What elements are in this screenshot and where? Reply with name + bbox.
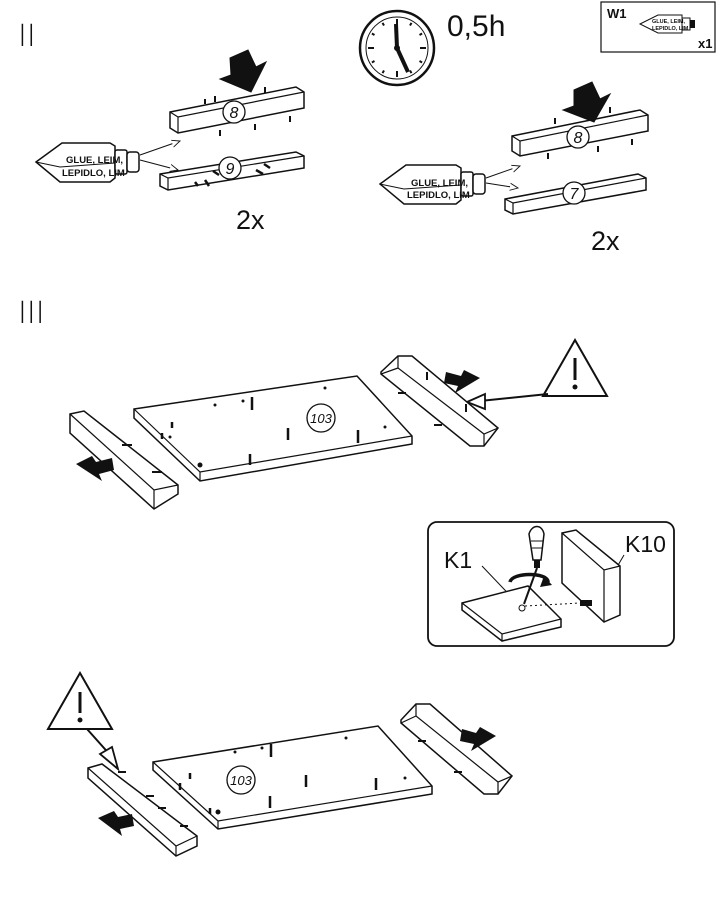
glue-text-2-left: LEPIDLO, LIM [62, 168, 125, 179]
panel-part-103-top: 103 [133, 375, 413, 482]
part-number-103-bottom: 103 [230, 773, 252, 788]
label-k10: K10 [625, 531, 666, 557]
part-number-9: 9 [226, 161, 235, 178]
glue-tube-icon-right: GLUE, LEIM, LEPIDLO, LIM [378, 164, 486, 205]
screwdriver-icon [508, 525, 552, 605]
warning-icon-bottom [46, 670, 114, 730]
rail-part-8-left: 8 [169, 86, 305, 136]
push-arrow-icon-left [76, 456, 114, 481]
part-number-8-left: 8 [230, 105, 239, 122]
side-rail-right-bottom [400, 703, 514, 795]
hardware-code: W1 [607, 6, 627, 21]
push-arrow-icon-left-bottom [98, 811, 134, 836]
multiplier-left: 2x [236, 205, 265, 235]
side-rail-left-top [69, 410, 179, 510]
small-glue-tube-icon: GLUE, LEIM, LEPIDLO, LIM [638, 14, 695, 34]
hardware-box: W1 x1 GLUE, LEIM, LEPIDLO, LIM [600, 1, 716, 53]
push-arrow-icon-right [444, 370, 480, 393]
side-rail-right-top [380, 355, 500, 447]
glue-tube-icon: GLUE, LEIM, LEPIDLO, LIM [34, 142, 140, 183]
side-rail-left-bottom [87, 763, 198, 857]
label-k1: K1 [444, 547, 472, 573]
panel-part-103-bottom: 103 [152, 725, 433, 830]
small-glue-text-2: LEPIDLO, LIM [652, 26, 689, 32]
detail-inset-box: K1 K10 [427, 521, 675, 647]
rail-part-7: 7 [504, 173, 647, 215]
hardware-qty: x1 [698, 36, 712, 51]
rail-part-9: 9 [159, 151, 305, 191]
part-number-8-right: 8 [574, 130, 583, 147]
glue-text-2-right: LEPIDLO, LIM [407, 190, 470, 201]
step-3-label: III [18, 296, 45, 331]
assembly-time: 0,5h [447, 10, 505, 43]
small-glue-text-1: GLUE, LEIM, [652, 19, 685, 25]
part-number-7: 7 [570, 186, 580, 203]
down-arrow-icon-right [561, 81, 612, 123]
rail-part-8-right: 8 [511, 107, 649, 159]
step-2-label: II [18, 19, 36, 54]
push-arrow-icon-right-bottom [460, 727, 496, 751]
pointer-arrow-icon [464, 392, 486, 411]
down-arrow-icon [218, 49, 268, 93]
part-number-103-top: 103 [310, 411, 332, 426]
clock-icon [358, 9, 436, 87]
pointer-arrow-icon-bottom [98, 745, 120, 772]
multiplier-right: 2x [591, 226, 620, 256]
glue-text-1-right: GLUE, LEIM, [411, 178, 468, 189]
warning-icon [541, 337, 609, 397]
glue-text-1-left: GLUE, LEIM, [66, 155, 123, 166]
